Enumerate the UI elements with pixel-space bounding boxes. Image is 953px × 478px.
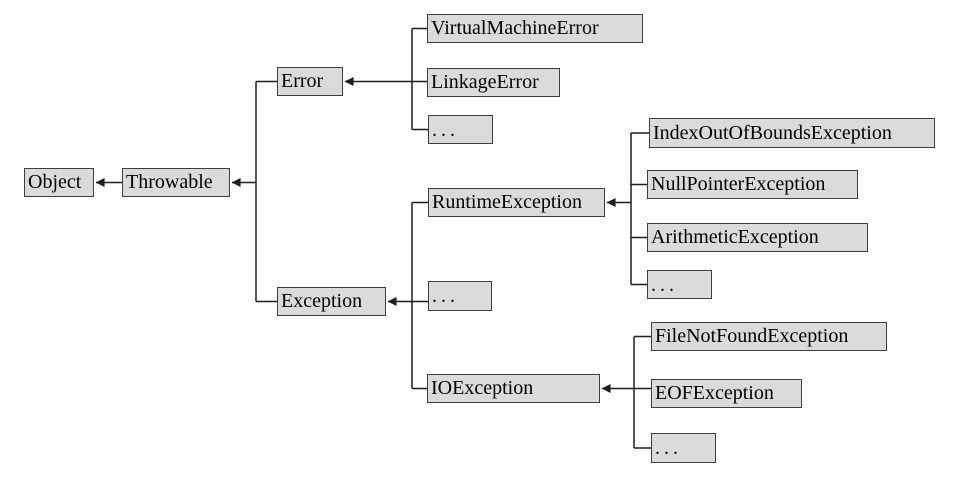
node-exception: Exception <box>277 287 386 316</box>
node-io-ellipsis: ... <box>651 433 716 463</box>
edge-throwable-children-trunk <box>255 80 277 303</box>
edge-ioexception-children-trunk <box>633 335 651 449</box>
node-arithmetic-exception: ArithmeticException <box>647 223 868 252</box>
edge-error-children-trunk <box>411 27 428 131</box>
edge-runtime-children-trunk <box>630 132 649 286</box>
node-eof-exception: EOFException <box>651 379 802 408</box>
node-exception-ellipsis: ... <box>428 281 492 311</box>
node-io-exception: IOException <box>427 374 600 403</box>
node-runtime-exception: RuntimeException <box>428 188 605 217</box>
node-null-pointer-exception: NullPointerException <box>647 170 858 199</box>
node-index-out-of-bounds-exception: IndexOutOfBoundsException <box>649 118 935 148</box>
node-virtual-machine-error: VirtualMachineError <box>427 14 643 43</box>
edge-exception-children-trunk <box>411 201 428 390</box>
node-error: Error <box>277 67 343 96</box>
node-file-not-found-exception: FileNotFoundException <box>651 322 887 351</box>
node-throwable: Throwable <box>122 168 230 197</box>
node-error-ellipsis: ... <box>428 115 493 144</box>
node-object: Object <box>24 168 94 197</box>
node-linkage-error: LinkageError <box>427 68 560 97</box>
node-runtime-ellipsis: ... <box>647 270 712 299</box>
